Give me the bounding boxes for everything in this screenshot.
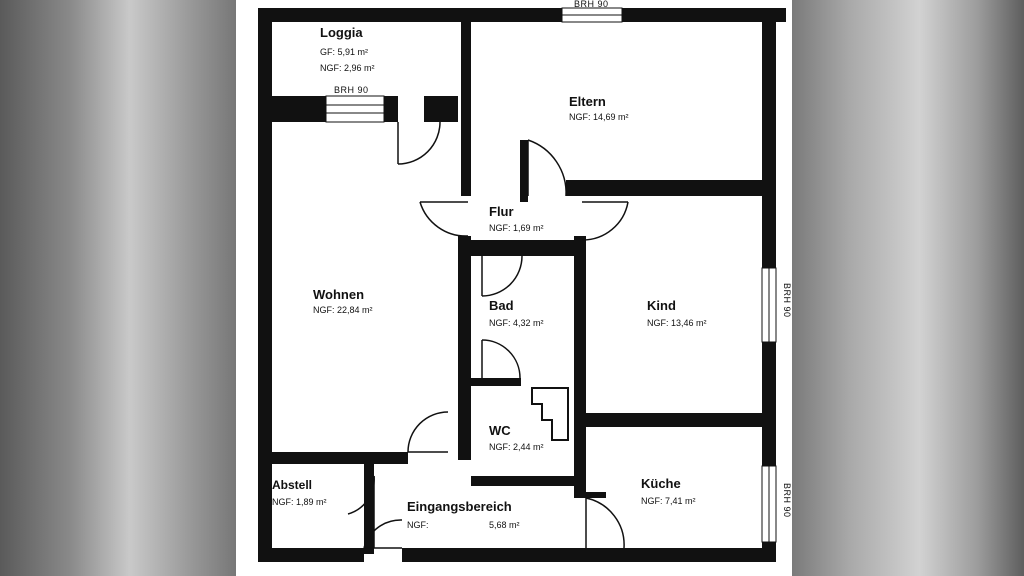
room-name-eingang: Eingangsbereich bbox=[407, 499, 512, 514]
wall-bad-wc bbox=[471, 378, 521, 386]
door-kueche bbox=[585, 497, 625, 549]
door-eltern bbox=[527, 139, 567, 197]
door-kind bbox=[581, 201, 629, 241]
room-name-kueche: Küche bbox=[641, 476, 681, 491]
wall-wohnen-bad bbox=[458, 236, 471, 460]
room-name-wohnen: Wohnen bbox=[313, 287, 365, 302]
walls bbox=[258, 8, 786, 562]
wall-bad-kind bbox=[574, 236, 586, 498]
room-ngf-wc: NGF: 2,44 m² bbox=[489, 442, 544, 452]
loggia-wall-right bbox=[424, 96, 458, 122]
wc-shaft-outline bbox=[531, 387, 569, 441]
outer-wall-top bbox=[258, 8, 786, 22]
floor-plan-drawing bbox=[258, 7, 786, 562]
window-label-loggia: BRH 90 bbox=[334, 85, 369, 95]
wall-wc-bottom bbox=[471, 476, 586, 486]
wall-flur-bad bbox=[471, 240, 586, 256]
window-label-kind: BRH 90 bbox=[782, 283, 792, 318]
room-ngf-loggia: NGF: 2,96 m² bbox=[320, 63, 375, 73]
room-name-flur: Flur bbox=[489, 204, 514, 219]
wall-eltern-kind bbox=[566, 180, 776, 196]
room-ngf-kueche: NGF: 7,41 m² bbox=[641, 496, 696, 506]
loggia-wall-mid bbox=[384, 96, 398, 122]
window-label-top: BRH 90 bbox=[574, 0, 609, 9]
right-blur-panel bbox=[792, 0, 1024, 576]
door-bad bbox=[481, 255, 523, 297]
outer-wall-bottom-right bbox=[402, 548, 776, 562]
room-name-wc: WC bbox=[489, 423, 511, 438]
windows bbox=[325, 7, 777, 543]
outer-wall-left bbox=[258, 8, 272, 560]
door-wc bbox=[481, 339, 521, 379]
door-wohnen-eingang bbox=[407, 411, 449, 453]
loggia-wall-left bbox=[258, 96, 326, 122]
room-ngf-bad: NGF: 4,32 m² bbox=[489, 318, 544, 328]
wall-kind-kueche bbox=[586, 413, 776, 427]
door-loggia bbox=[397, 121, 441, 165]
room-ngf-flur: NGF: 1,69 m² bbox=[489, 223, 544, 233]
room-name-loggia: Loggia bbox=[320, 25, 363, 40]
room-ngf-wohnen: NGF: 22,84 m² bbox=[313, 305, 373, 315]
door-wohnen bbox=[419, 201, 469, 237]
room-name-eltern: Eltern bbox=[569, 94, 606, 109]
room-gf-loggia: GF: 5,91 m² bbox=[320, 47, 369, 57]
wall-wohnen-eltern bbox=[461, 18, 471, 196]
room-name-abstell: Abstell bbox=[272, 478, 313, 492]
wall-wohnen-abstell bbox=[258, 452, 408, 464]
room-name-bad: Bad bbox=[489, 298, 514, 313]
outer-wall-bottom-left bbox=[258, 548, 364, 562]
door-entrance bbox=[363, 519, 403, 549]
doors bbox=[347, 121, 629, 549]
floor-plan: Loggia GF: 5,91 m² NGF: 2,96 m² Eltern N… bbox=[236, 0, 792, 576]
room-ngf-eltern: NGF: 14,69 m² bbox=[569, 112, 629, 122]
wall-abstell-right bbox=[364, 464, 374, 554]
wall-flur-left bbox=[520, 140, 528, 202]
left-blur-panel bbox=[0, 0, 236, 576]
room-ngf-abstell: NGF: 1,89 m² bbox=[272, 497, 327, 507]
window-loggia bbox=[325, 95, 385, 123]
room-ngf-value-eingang: 5,68 m² bbox=[489, 520, 520, 530]
door-abstell bbox=[347, 475, 375, 515]
window-label-kueche: BRH 90 bbox=[782, 483, 792, 518]
room-name-kind: Kind bbox=[647, 298, 676, 313]
room-ngf-kind: NGF: 13,46 m² bbox=[647, 318, 707, 328]
room-ngf-label-eingang: NGF: bbox=[407, 520, 429, 530]
wall-kueche-stub bbox=[586, 492, 606, 498]
